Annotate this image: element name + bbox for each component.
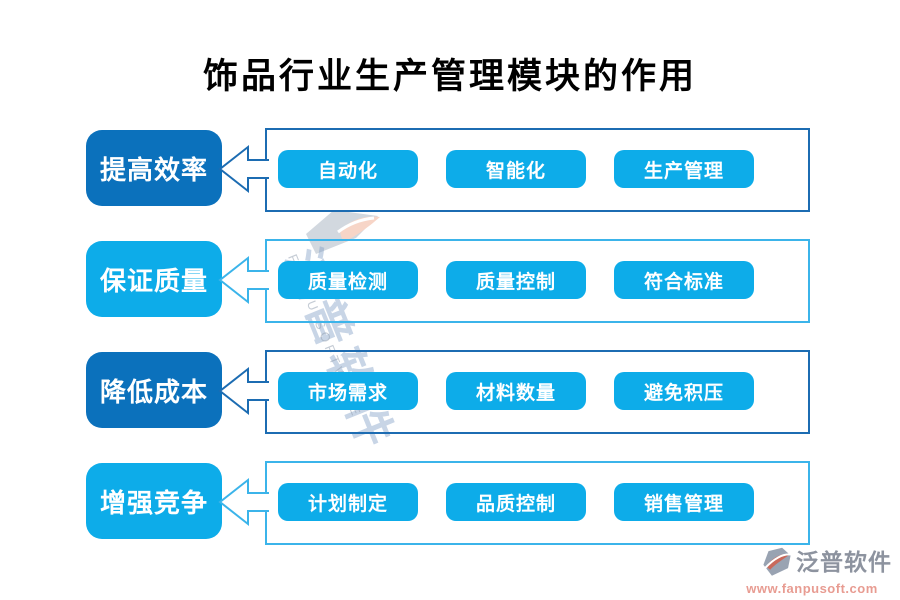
item-pill: 质量检测	[278, 261, 418, 299]
item-pill: 自动化	[278, 150, 418, 188]
item-pill: 材料数量	[446, 372, 586, 410]
brand-icon	[763, 547, 791, 576]
page-title: 饰品行业生产管理模块的作用	[202, 57, 697, 96]
left-arrow-icon	[218, 366, 269, 416]
item-pill: 计划制定	[278, 483, 418, 521]
footer-logo: 泛普软件 www.fanpusoft.com	[732, 546, 892, 596]
item-pill: 市场需求	[278, 372, 418, 410]
left-arrow-icon	[218, 255, 269, 305]
benefit-label: 降低成本	[86, 352, 222, 428]
benefit-label: 增强竞争	[86, 463, 222, 539]
benefit-row-1: 提高效率 自动化 智能化 生产管理	[0, 128, 900, 212]
item-pill: 销售管理	[614, 483, 754, 521]
benefit-label: 保证质量	[86, 241, 222, 317]
brand-name: 泛普软件	[796, 550, 892, 576]
benefit-row-4: 增强竞争 计划制定 品质控制 销售管理	[0, 461, 900, 545]
item-pill: 生产管理	[614, 150, 754, 188]
brand-url: www.fanpusoft.com	[746, 581, 878, 596]
item-pill: 品质控制	[446, 483, 586, 521]
left-arrow-icon	[218, 144, 269, 194]
benefit-label: 提高效率	[86, 130, 222, 206]
item-pill: 避免积压	[614, 372, 754, 410]
item-pill: 符合标准	[614, 261, 754, 299]
item-pill: 质量控制	[446, 261, 586, 299]
benefit-row-3: 降低成本 市场需求 材料数量 避免积压	[0, 350, 900, 434]
left-arrow-icon	[218, 477, 269, 527]
benefit-row-2: 保证质量 质量检测 质量控制 符合标准	[0, 239, 900, 323]
item-pill: 智能化	[446, 150, 586, 188]
